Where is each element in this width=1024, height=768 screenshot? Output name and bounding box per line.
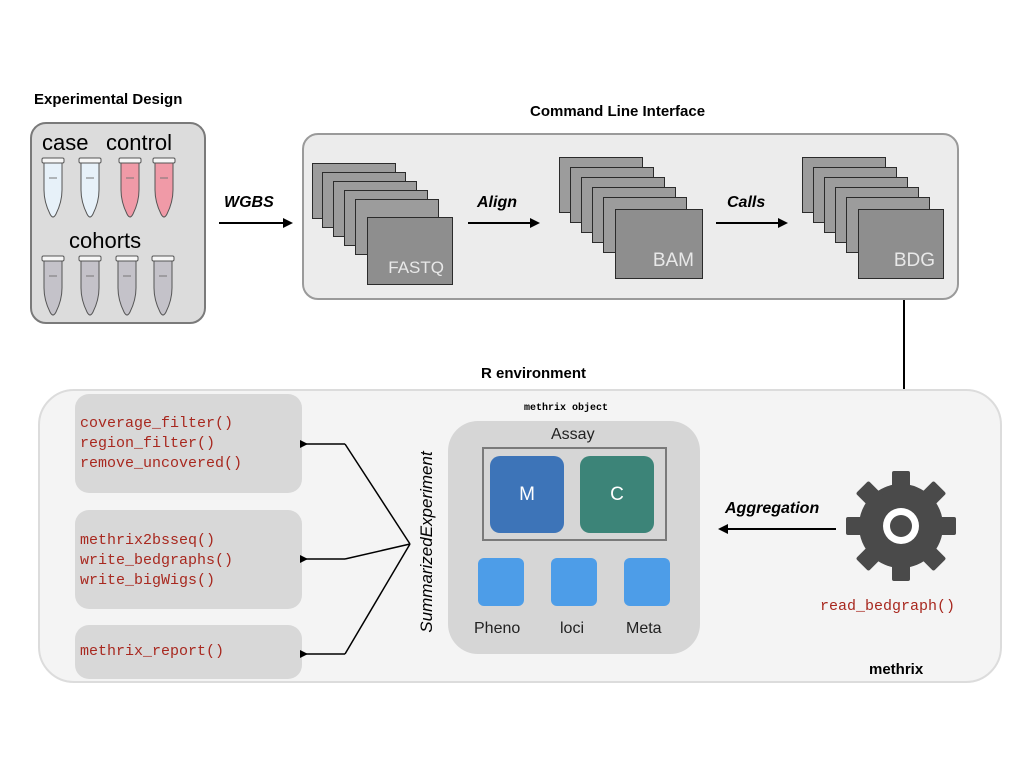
cli-title: Command Line Interface [530,103,706,120]
calls-label: Calls [727,194,766,211]
case-tube-1 [41,157,65,218]
calls-arrow [716,218,788,228]
sample-tubes [41,157,176,316]
wgbs-label: WGBS [224,194,274,211]
control-tube-1 [118,157,142,218]
gear-icon [846,471,956,581]
wgbs-arrow [219,218,293,228]
m-matrix-label: M [519,483,535,505]
c-matrix-label: C [610,483,624,505]
control-tube-2 [152,157,176,218]
function-remove-uncovered: remove_uncovered() [80,455,243,472]
function-methrix-report: methrix_report() [80,643,225,660]
loci-slot [551,558,597,606]
aggregation-label: Aggregation [725,500,820,517]
meta-label: Meta [626,620,662,637]
filter-functions-box: coverage_filter() region_filter() remove… [75,394,302,493]
align-arrow [468,218,540,228]
experimental-design-title: Experimental Design [34,91,183,108]
function-connectors [300,440,411,658]
pheno-label: Pheno [474,620,521,637]
meta-slot [624,558,670,606]
function-methrix2bsseq: methrix2bsseq() [80,532,216,549]
cohort-tube-3 [115,255,139,316]
export-functions-box: methrix2bsseq() write_bedgraphs() write_… [75,510,302,609]
cohort-tube-4 [151,255,175,316]
align-label: Align [477,194,517,211]
m-matrix-box: M [490,456,564,533]
case-label: case [42,130,89,155]
assay-label: Assay [551,426,595,443]
assay-box [482,447,667,541]
methrix-object-panel [448,421,700,654]
aggregation-arrow [718,524,836,534]
methrix-object-title: methrix object [524,403,609,414]
cohort-tube-1 [41,255,65,316]
function-region-filter: region_filter() [80,435,216,452]
case-tube-2 [78,157,102,218]
function-coverage-filter: coverage_filter() [80,415,234,432]
loci-label: loci [560,620,585,637]
read-bedgraph-function: read_bedgraph() [820,598,956,615]
c-matrix-box: C [580,456,654,533]
fastq-file-front: FASTQ [367,217,453,285]
function-write-bigwigs: write_bigWigs() [80,572,216,589]
bam-file-front: BAM [615,209,703,279]
summarized-experiment-label: SummarizedExperiment [417,451,436,633]
methrix-package-label: methrix [869,661,924,678]
cohorts-label: cohorts [69,228,142,253]
pheno-slot [478,558,524,606]
r-environment-title: R environment [481,365,587,382]
bdg-file-front: BDG [858,209,944,279]
function-write-bedgraphs: write_bedgraphs() [80,552,234,569]
control-label: control [106,130,173,155]
cohort-tube-2 [78,255,102,316]
report-functions-box: methrix_report() [75,625,302,679]
